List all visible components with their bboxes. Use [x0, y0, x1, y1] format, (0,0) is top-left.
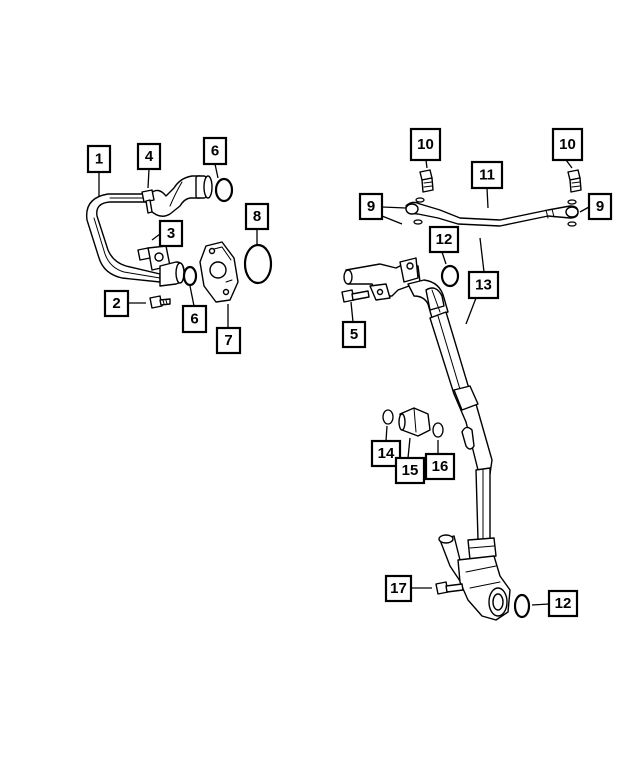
- callout-2: 2: [103, 289, 130, 318]
- callout-16: 16: [424, 452, 456, 481]
- banjo-bolt-10-left: [419, 169, 434, 193]
- callout-4: 4: [136, 142, 162, 171]
- washer-9-right-b: [567, 221, 577, 227]
- callout-8: 8: [244, 202, 270, 231]
- callout-6-upper: 6: [202, 136, 228, 166]
- bolt-2: [149, 295, 171, 309]
- callout-label: 10: [417, 136, 434, 153]
- callout-1: 1: [86, 144, 112, 174]
- callout-10-right: 10: [551, 127, 584, 162]
- o-ring-8: [243, 243, 273, 285]
- bolt-5: [341, 289, 370, 303]
- coolant-return-tube: [343, 257, 511, 621]
- callout-10-left: 10: [409, 127, 442, 162]
- callout-6-lower: 6: [181, 304, 208, 334]
- callout-9-left: 9: [358, 192, 384, 221]
- washer-9-right-a: [567, 199, 577, 205]
- callout-label: 14: [378, 445, 395, 462]
- callout-label: 15: [402, 462, 419, 479]
- callout-7: 7: [215, 326, 242, 355]
- leader-lines: [98, 159, 590, 606]
- o-ring-6-upper: [214, 177, 234, 203]
- callout-label: 6: [190, 311, 198, 328]
- o-ring-12-upper: [440, 264, 460, 288]
- o-ring-14: [382, 409, 394, 425]
- o-ring-6-lower: [182, 265, 198, 287]
- bolt-3: [137, 247, 151, 261]
- callout-3: 3: [158, 219, 184, 248]
- callout-label: 10: [559, 136, 576, 153]
- callout-13: 13: [467, 270, 500, 300]
- o-ring-16: [432, 422, 444, 438]
- callout-label: 16: [432, 458, 449, 475]
- gasket-plate: [199, 241, 239, 303]
- callout-12-upper: 12: [428, 225, 460, 254]
- o-ring-12-lower: [513, 593, 531, 619]
- callout-label: 2: [112, 295, 120, 312]
- callout-label: 12: [436, 231, 453, 248]
- callout-label: 9: [596, 198, 604, 215]
- callout-17: 17: [384, 574, 413, 603]
- washer-9-left-a: [415, 197, 425, 203]
- fitting-15: [398, 407, 431, 437]
- oil-feed-line: [405, 201, 579, 227]
- callout-12-lower: 12: [547, 589, 579, 618]
- callout-label: 13: [475, 277, 492, 294]
- callout-label: 1: [95, 151, 103, 168]
- callout-label: 5: [350, 326, 358, 343]
- callout-15: 15: [394, 456, 426, 485]
- callout-label: 6: [211, 143, 219, 160]
- callout-label: 7: [224, 332, 232, 349]
- bolt-17: [435, 581, 464, 595]
- callout-label: 17: [390, 580, 407, 597]
- callout-9-right: 9: [587, 192, 613, 221]
- callout-5: 5: [341, 320, 367, 349]
- callout-label: 3: [167, 225, 175, 242]
- banjo-bolt-10-right: [567, 169, 582, 193]
- callout-label: 9: [367, 198, 375, 215]
- callout-label: 8: [253, 208, 261, 225]
- callout-11: 11: [470, 160, 504, 190]
- callout-label: 12: [555, 595, 572, 612]
- washer-9-left-b: [413, 219, 423, 225]
- callout-label: 4: [145, 148, 154, 165]
- callout-label: 11: [479, 167, 495, 184]
- bolt-4: [141, 189, 155, 214]
